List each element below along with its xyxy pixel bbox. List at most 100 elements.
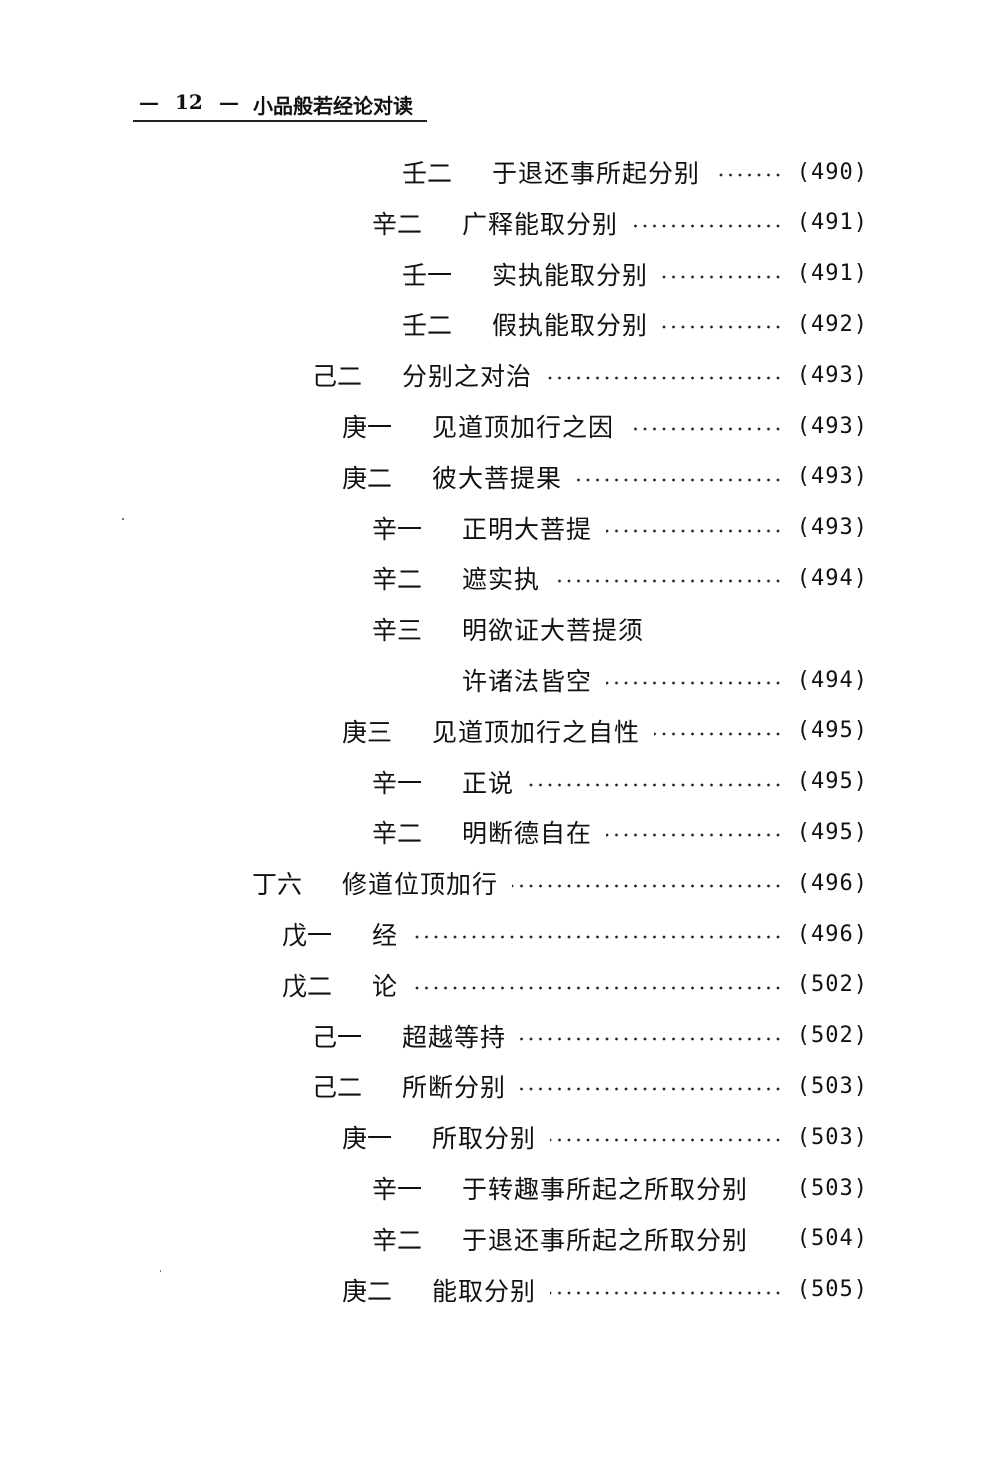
toc-title: 超越等持 <box>402 1022 507 1052</box>
toc-page-number: (493) <box>796 515 868 541</box>
toc-entry: 辛一正说(495) <box>372 764 868 800</box>
toc-entry: 许诸法皆空 (494) <box>462 662 868 698</box>
toc-title: 实执能取分别 <box>492 260 649 290</box>
toc-page-number: (492) <box>796 311 868 337</box>
toc-page-number: (496) <box>796 921 868 947</box>
toc-title: 所取分别 <box>432 1124 537 1154</box>
toc-title: 见道顶加行之因 <box>432 413 615 442</box>
dot-leader <box>632 222 783 229</box>
toc-marker: 庚二 <box>342 1276 393 1306</box>
toc-title: 明断德自在 <box>462 819 593 849</box>
toc-entry: 辛一 于转趣事所起之所取分别 (503) <box>372 1170 868 1206</box>
toc-marker: 庚三 <box>342 717 393 747</box>
toc-marker: 己一 <box>312 1022 363 1052</box>
toc-entry: 庚三 见道顶加行之自性 (495) <box>342 713 868 749</box>
toc-marker: 辛二 <box>372 209 423 239</box>
toc-entry: 壬一实执能取分别(491) <box>402 256 868 292</box>
toc-marker: 辛二 <box>372 819 423 849</box>
toc-entry: 庚二能取分别(505) <box>342 1272 868 1308</box>
toc-title: 彼大菩提果 <box>432 463 563 493</box>
toc-page-number: (505) <box>796 1277 868 1303</box>
dot-leader <box>662 273 783 280</box>
dot-leader <box>550 1289 783 1296</box>
toc-entry: 戊二论(502) <box>282 967 868 1003</box>
toc-entry: 庚二 彼大菩提果 (493) <box>342 459 868 495</box>
toc-title: 论 <box>372 971 399 1001</box>
toc-title: 明欲证大菩提须 <box>462 616 645 646</box>
toc-entry: 辛二 遮实执 (494) <box>372 560 868 596</box>
toc-entry: 己二 分别之对治 (493) <box>312 357 868 393</box>
toc-marker: 己二 <box>312 362 363 392</box>
dot-leader <box>550 1137 783 1144</box>
toc-title: 假执能取分别 <box>492 311 649 341</box>
toc-entry: 辛一 正明大菩提 (493) <box>372 510 868 546</box>
toc-marker: 壬二 <box>402 311 453 341</box>
dot-leader <box>512 883 783 890</box>
toc-title: 修道位顶加行 <box>342 870 499 900</box>
toc-marker: 庚一 <box>342 413 393 442</box>
toc-entry: 壬二于退还事所起分别(490) <box>402 154 868 190</box>
toc-page-number: (495) <box>796 718 868 744</box>
toc-marker: 辛二 <box>372 1225 423 1255</box>
toc-marker: 壬一 <box>402 260 453 290</box>
toc-marker: 庚一 <box>342 1124 393 1154</box>
header-page-number: 12 <box>175 90 203 114</box>
toc-page-number: (495) <box>796 769 868 795</box>
header-book-title: 小品般若经论对读 <box>253 94 413 118</box>
toc-marker: 己二 <box>312 1073 363 1103</box>
toc-marker: 戊一 <box>282 921 333 950</box>
toc-entry: 庚一 见道顶加行之因 (493) <box>342 408 868 444</box>
toc-entry: 己一 超越等持 (502) <box>312 1018 868 1054</box>
toc-page-number: (504) <box>796 1226 868 1252</box>
toc-page-number: (502) <box>796 972 868 998</box>
toc-entry: 庚一所取分别(503) <box>342 1119 868 1155</box>
toc-title: 于退还事所起分别 <box>492 159 701 188</box>
toc-page-number: (493) <box>796 413 868 439</box>
toc-title: 分别之对治 <box>402 362 533 392</box>
toc-entry: 辛二 明断德自在 (495) <box>372 814 868 850</box>
dot-leader <box>412 934 783 940</box>
toc-marker: 庚二 <box>342 463 393 493</box>
toc-entry: 辛二 于退还事所起之所取分别 (504) <box>372 1221 868 1257</box>
toc-title: 经 <box>372 921 399 950</box>
header-dash-right: — <box>219 90 239 114</box>
toc-marker: 辛一 <box>372 514 423 544</box>
toc-page-number: (502) <box>796 1023 868 1049</box>
toc-page-number: (494) <box>796 667 868 693</box>
dot-leader <box>546 375 783 382</box>
toc-marker: 辛一 <box>372 1175 423 1204</box>
toc-page-number: (494) <box>796 565 868 591</box>
toc-title: 正明大菩提 <box>462 514 593 544</box>
toc-marker: 辛一 <box>372 768 423 798</box>
dot-leader <box>520 1086 783 1093</box>
running-header: — 12 — 小品般若经论对读 <box>133 88 427 122</box>
toc-page-number: (503) <box>796 1175 868 1201</box>
dot-leader <box>528 781 783 788</box>
dot-leader <box>520 1035 783 1042</box>
toc-title: 见道顶加行之自性 <box>432 717 641 747</box>
dot-leader <box>576 476 783 483</box>
toc-title: 遮实执 <box>462 565 541 595</box>
toc-entry: 己二所断分别(503) <box>312 1068 868 1104</box>
dot-leader <box>412 984 783 991</box>
dot-leader <box>654 730 783 737</box>
toc-entry: 丁六 修道位顶加行 (496) <box>252 865 868 901</box>
scan-speck <box>122 518 124 520</box>
toc-entry: 辛二广释能取分别(491) <box>372 205 868 241</box>
toc-page-number: (496) <box>796 870 868 896</box>
toc-entry: 戊一 经 (496) <box>282 916 868 952</box>
toc-page-number: (495) <box>796 819 868 845</box>
toc-title: 许诸法皆空 <box>462 667 593 696</box>
toc-title: 于转趣事所起之所取分别 <box>462 1175 749 1204</box>
toc-title: 于退还事所起之所取分别 <box>462 1225 749 1255</box>
toc-page-number: (491) <box>796 210 868 236</box>
toc-page-number: (493) <box>796 464 868 490</box>
dot-leader <box>628 426 783 432</box>
dot-leader <box>714 172 783 178</box>
toc-marker: 丁六 <box>252 870 303 900</box>
toc-page-number: (493) <box>796 362 868 388</box>
toc-marker: 辛二 <box>372 565 423 595</box>
toc-title: 所断分别 <box>402 1073 507 1103</box>
dot-leader <box>554 578 783 585</box>
toc-page-number: (490) <box>796 159 868 185</box>
